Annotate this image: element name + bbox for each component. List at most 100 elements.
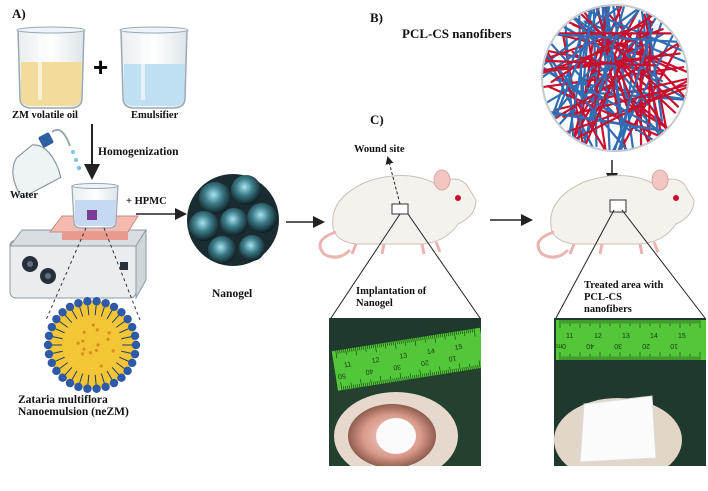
ruler-number: 13: [622, 333, 630, 340]
ruler-tick: [358, 383, 361, 388]
ruler-tick: [380, 343, 382, 347]
callout-line-left-b: [407, 213, 481, 319]
ruler-tick: [467, 329, 469, 334]
ruler-tick: [477, 364, 479, 369]
callout-line-left-a: [330, 213, 401, 319]
ruler-number: 11: [566, 333, 573, 340]
ruler-tick: [458, 363, 461, 372]
ruler-tick: [396, 340, 398, 345]
ruler-tick: [441, 370, 443, 375]
micelle-head: [65, 378, 75, 388]
ruler-tick: [451, 332, 454, 336]
ruler-tick: [339, 349, 341, 354]
oil-droplet: [111, 349, 115, 353]
ruler-tick: [419, 369, 422, 378]
ruler-tick: [362, 383, 364, 387]
zoom-line-left: [45, 227, 87, 321]
ruler-tick: [424, 336, 426, 343]
ruler-tick: [416, 337, 418, 342]
oil-label: ZM volatile oil: [12, 110, 78, 121]
ruler-tick: [461, 330, 463, 335]
ruler-tick: [394, 341, 397, 350]
micelle-tail: [100, 373, 106, 385]
oil-droplet: [91, 323, 95, 327]
ruler-number: 40: [586, 342, 594, 349]
fiber-strand: [566, 5, 597, 148]
ruler-tick: [398, 340, 400, 345]
panel-a-letter: A): [12, 6, 26, 21]
ruler-tick: [416, 374, 418, 379]
micelle-head: [47, 358, 57, 368]
ruler-tick: [365, 345, 367, 352]
homogenization-label: Homogenization: [98, 146, 179, 158]
ruler-tick: [353, 347, 355, 352]
ruler-tick: [409, 373, 412, 380]
oil-droplet: [76, 341, 80, 345]
micelle-tail: [106, 309, 113, 320]
ruler-tick: [431, 372, 434, 376]
ruler-number: 0mm: [550, 342, 566, 349]
ruler-tick: [426, 336, 428, 340]
micelle-head: [117, 373, 126, 382]
ruler-tick: [386, 379, 388, 383]
ruler-tick: [366, 382, 368, 387]
ruler-tick: [430, 335, 432, 340]
ruler-number: 13: [399, 352, 408, 360]
ruler-tick: [428, 335, 430, 340]
ruler-tick: [345, 385, 347, 390]
micelle-head: [109, 378, 119, 388]
ruler-tick: [382, 343, 384, 347]
micelle-tail: [64, 366, 73, 376]
ruler-tick: [422, 373, 424, 378]
callout-line-right-b: [621, 209, 706, 319]
ruler-number: 10: [448, 354, 457, 362]
micelle-head: [44, 349, 54, 359]
fiber-strand: [542, 34, 635, 151]
ruler-tick: [457, 331, 460, 335]
micelle-head: [127, 358, 137, 368]
ruler-tick: [473, 328, 476, 337]
micelle-tail: [58, 320, 69, 328]
ruler-tick: [404, 376, 406, 381]
oil-droplet: [95, 328, 99, 332]
hpmc-label: + HPMC: [126, 196, 167, 207]
ruler-tick: [402, 376, 404, 381]
micelle-head: [101, 382, 110, 392]
oil-droplet: [82, 330, 86, 334]
wound-pointer-icon: [385, 156, 401, 205]
ruler-number: 14: [427, 348, 436, 356]
ruler-tick: [394, 378, 396, 382]
oil-beaker-icon: [16, 26, 86, 109]
ruler-tick: [357, 347, 359, 351]
ruler-tick: [429, 370, 432, 377]
micelle-tail: [87, 374, 90, 386]
ruler-tick: [347, 348, 349, 353]
ruler-tick: [363, 346, 365, 350]
treated-label-line2: PCL-CS: [584, 292, 622, 303]
ruler-tick: [390, 341, 392, 346]
ruler-tick: [378, 343, 380, 348]
ruler-tick: [376, 380, 378, 385]
ruler-tick: [471, 328, 473, 333]
ruler-tick: [372, 381, 374, 386]
oil-droplet: [107, 331, 111, 335]
ruler-tick: [445, 369, 447, 374]
ruler-tick: [351, 348, 353, 352]
ruler-tick: [426, 373, 428, 377]
micelle-tail: [111, 366, 120, 376]
ruler-tick: [343, 386, 345, 390]
ruler-tick: [384, 342, 387, 349]
micelle-head: [52, 314, 61, 324]
ruler-tick: [374, 344, 377, 353]
water-label: Water: [10, 190, 38, 201]
emulsifier-label: Emulsifier: [131, 110, 179, 121]
ruler-number: 40: [365, 367, 374, 375]
ruler-tick: [424, 373, 426, 377]
ruler-tick: [418, 337, 420, 341]
ruler-tick: [444, 333, 446, 340]
ruler-tick: [355, 347, 357, 356]
ruler-tick: [335, 350, 338, 359]
micelle-tail: [51, 350, 63, 355]
